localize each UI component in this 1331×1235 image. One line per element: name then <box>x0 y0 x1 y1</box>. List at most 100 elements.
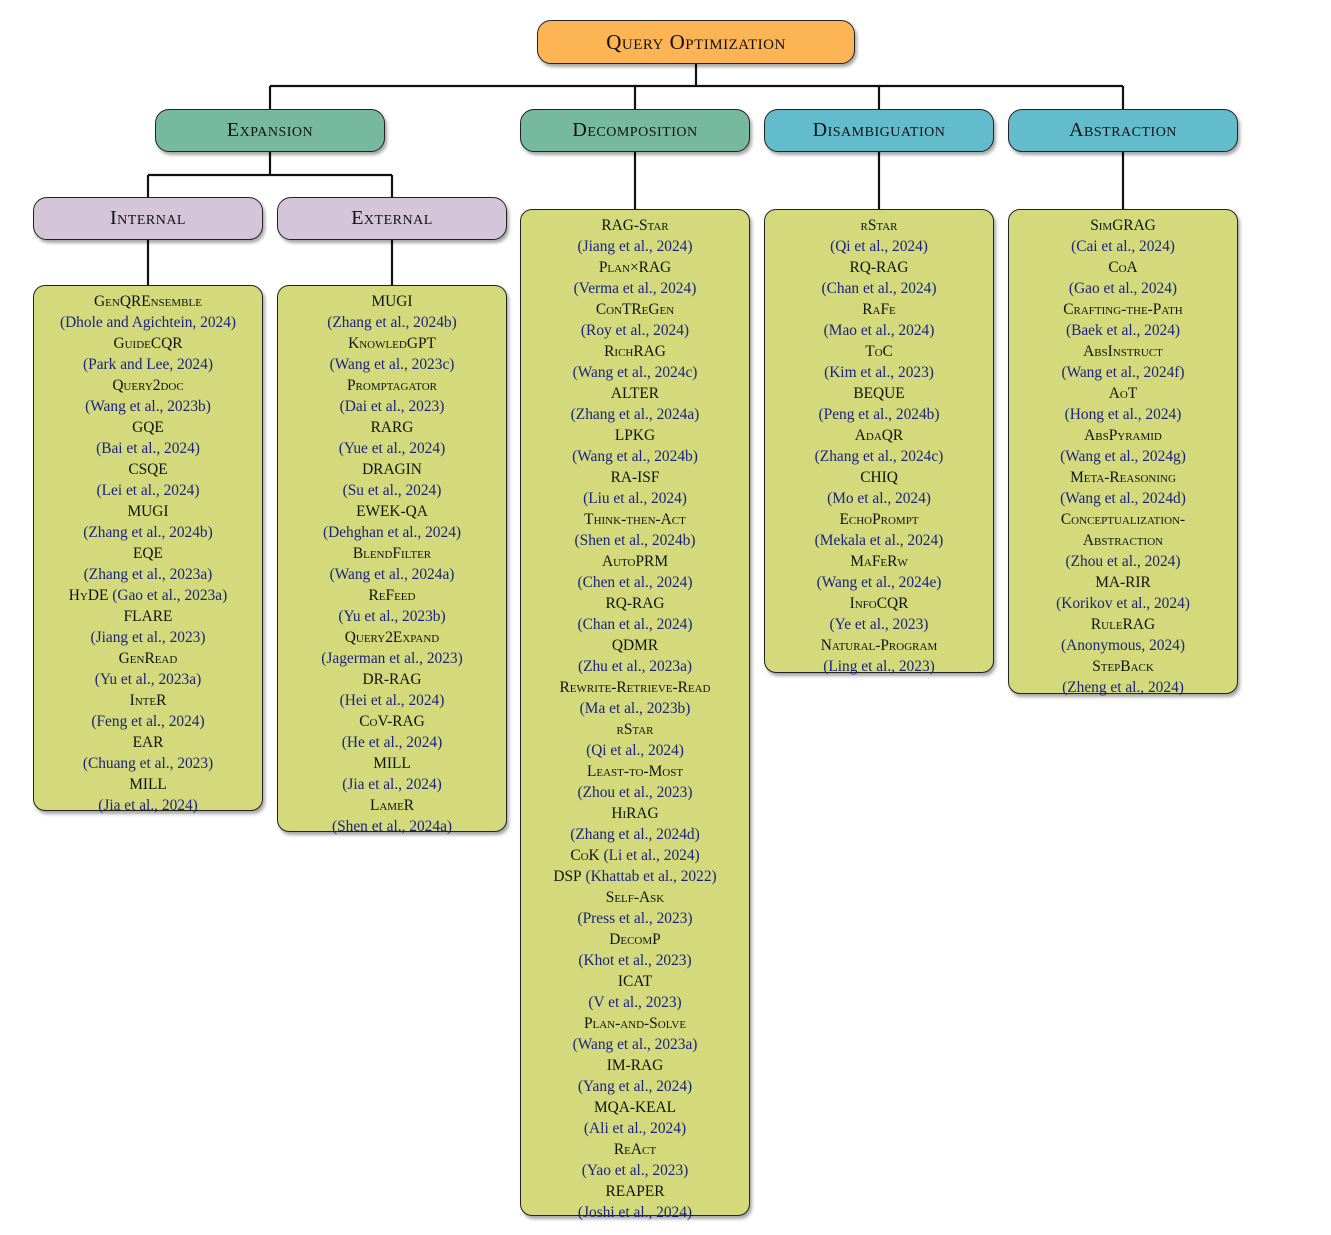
method-name: HyDE <box>68 587 109 604</box>
method-name: MUGI <box>127 503 169 520</box>
external-label: External <box>351 207 433 229</box>
expansion-label: Expansion <box>226 119 314 141</box>
method-name: FLARE <box>123 608 173 625</box>
method-entry: AbsInstruct (Wang et al., 2024f) <box>1009 341 1237 383</box>
method-citation: (Anonymous, 2024) <box>1061 637 1185 654</box>
method-name: LPKG <box>614 427 656 444</box>
method-name: ReAct <box>613 1141 657 1158</box>
method-entry: Plan×RAG (Verma et al., 2024) <box>521 257 749 299</box>
method-citation: (Ali et al., 2024) <box>583 1120 687 1137</box>
method-citation: (Korikov et al., 2024) <box>1056 595 1190 612</box>
method-name: SimGRAG <box>1090 217 1156 234</box>
method-name: Conceptualization-Abstraction <box>1009 509 1237 551</box>
method-citation: (Press et al., 2023) <box>577 910 693 927</box>
method-citation: (Liu et al., 2024) <box>583 490 687 507</box>
method-name: Least-to-Most <box>586 763 684 780</box>
method-entry: SimGRAG (Cai et al., 2024) <box>1009 215 1237 257</box>
method-citation: (Zhang et al., 2024d) <box>570 826 700 843</box>
method-citation: (Gao et al., 2024) <box>1068 280 1178 297</box>
method-name: EQE <box>133 545 163 562</box>
method-citation: (Zhang et al., 2024b) <box>83 524 213 541</box>
method-entry: HyDE (Gao et al., 2023a) <box>34 585 262 606</box>
method-citation: (Lei et al., 2024) <box>96 482 200 499</box>
method-citation: (Cai et al., 2024) <box>1071 238 1175 255</box>
method-name: QDMR <box>611 637 659 654</box>
method-name: KnowledGPT <box>348 335 436 352</box>
method-citation: (Yu et al., 2023a) <box>94 671 202 688</box>
method-entry: DSP (Khattab et al., 2022) <box>521 866 749 887</box>
method-citation: (Zhang et al., 2024a) <box>570 406 700 423</box>
method-entry: rStar(Qi et al., 2024) <box>765 215 993 257</box>
internal-label: Internal <box>110 207 186 229</box>
method-entry: MUGI(Zhang et al., 2024b) <box>278 291 506 333</box>
method-citation: (Wang et al., 2024a) <box>329 566 455 583</box>
method-citation: (He et al., 2024) <box>341 734 443 751</box>
method-entry: AoT(Hong et al., 2024) <box>1009 383 1237 425</box>
method-entry: MILL(Jia et al., 2024) <box>34 774 262 816</box>
method-citation: (Mo et al., 2024) <box>827 490 931 507</box>
method-citation: (Zhang et al., 2023a) <box>83 566 213 583</box>
method-citation: (Wang et al., 2024b) <box>572 448 698 465</box>
method-entry: REAPER(Joshi et al., 2024) <box>521 1181 749 1223</box>
method-entry: RQ-RAG(Chan et al., 2024) <box>765 257 993 299</box>
method-name: CHIQ <box>860 469 898 486</box>
method-name: Meta-Reasoning <box>1070 469 1176 486</box>
root-node: Query Optimization <box>537 20 855 64</box>
method-citation: (Zhang et al., 2024c) <box>814 448 944 465</box>
method-name: Query2doc <box>112 377 184 394</box>
method-entry: EQE (Zhang et al., 2023a) <box>34 543 262 585</box>
method-name: EchoPrompt <box>839 511 919 528</box>
method-citation: (Mao et al., 2024) <box>823 322 935 339</box>
method-entry: CoA (Gao et al., 2024) <box>1009 257 1237 299</box>
method-name: RARG <box>370 419 414 436</box>
method-entry: MQA-KEAL(Ali et al., 2024) <box>521 1097 749 1139</box>
method-citation: (Park and Lee, 2024) <box>83 356 213 373</box>
method-name: RQ-RAG <box>605 595 665 612</box>
method-name: CoA <box>1108 259 1138 276</box>
disambiguation-label: Disambiguation <box>812 119 946 141</box>
decomposition-methods-box: RAG-Star(Jiang et al., 2024)Plan×RAG(Ver… <box>520 209 750 1221</box>
method-name: BEQUE <box>853 385 905 402</box>
method-entry: RuleRAG(Anonymous, 2024) <box>1009 614 1237 656</box>
method-name: Natural-Program <box>820 637 938 654</box>
method-entry: QDMR(Zhu et al., 2023a) <box>521 635 749 677</box>
method-entry: rStar(Qi et al., 2024) <box>521 719 749 761</box>
method-name: AutoPRM <box>601 553 669 570</box>
method-name: Promptagator <box>347 377 437 394</box>
method-entry: InteR(Feng et al., 2024) <box>34 690 262 732</box>
method-name: Plan×RAG <box>598 259 672 276</box>
method-entry: ReAct(Yao et al., 2023) <box>521 1139 749 1181</box>
method-citation: (Yang et al., 2024) <box>577 1078 693 1095</box>
method-entry: DR-RAG(Hei et al., 2024) <box>278 669 506 711</box>
method-citation: (Qi et al., 2024) <box>830 238 928 255</box>
method-name: AoT <box>1108 385 1138 402</box>
method-entry: GenRead (Yu et al., 2023a) <box>34 648 262 690</box>
method-entry: BlendFilter(Wang et al., 2024a) <box>278 543 506 585</box>
expansion-node: Expansion <box>155 109 385 152</box>
method-citation: (Chan et al., 2024) <box>821 280 937 297</box>
method-name: InfoCQR <box>849 595 909 612</box>
method-entry: IM-RAG(Yang et al., 2024) <box>521 1055 749 1097</box>
root-label: Query Optimization <box>606 29 786 54</box>
method-entry: Rewrite-Retrieve-Read(Ma et al., 2023b) <box>521 677 749 719</box>
method-name: LameR <box>369 797 415 814</box>
method-name: GenRead <box>118 650 178 667</box>
method-citation: (Wang et al., 2024c) <box>572 364 698 381</box>
method-entry: EWEK-QA(Dehghan et al., 2024) <box>278 501 506 543</box>
method-citation: (Roy et al., 2024) <box>580 322 690 339</box>
method-entry: Conceptualization-Abstraction(Zhou et al… <box>1009 509 1237 572</box>
method-citation: (Wang et al., 2024f) <box>1061 364 1185 381</box>
method-citation: (Verma et al., 2024) <box>573 280 697 297</box>
method-entry: DRAGIN(Su et al., 2024) <box>278 459 506 501</box>
method-name: Plan-and-Solve <box>583 1015 687 1032</box>
method-citation: (Zheng et al., 2024) <box>1062 679 1184 696</box>
method-citation: (Zhou et al., 2023) <box>577 784 693 801</box>
method-entry: RaFe(Mao et al., 2024) <box>765 299 993 341</box>
method-citation: (Qi et al., 2024) <box>586 742 684 759</box>
method-entry: RQ-RAG(Chan et al., 2024) <box>521 593 749 635</box>
method-name: MILL <box>129 776 167 793</box>
decomposition-node: Decomposition <box>520 109 750 152</box>
method-entry: CoV-RAG(He et al., 2024) <box>278 711 506 753</box>
method-name: AbsInstruct <box>1083 343 1163 360</box>
method-entry: CSQE(Lei et al., 2024) <box>34 459 262 501</box>
